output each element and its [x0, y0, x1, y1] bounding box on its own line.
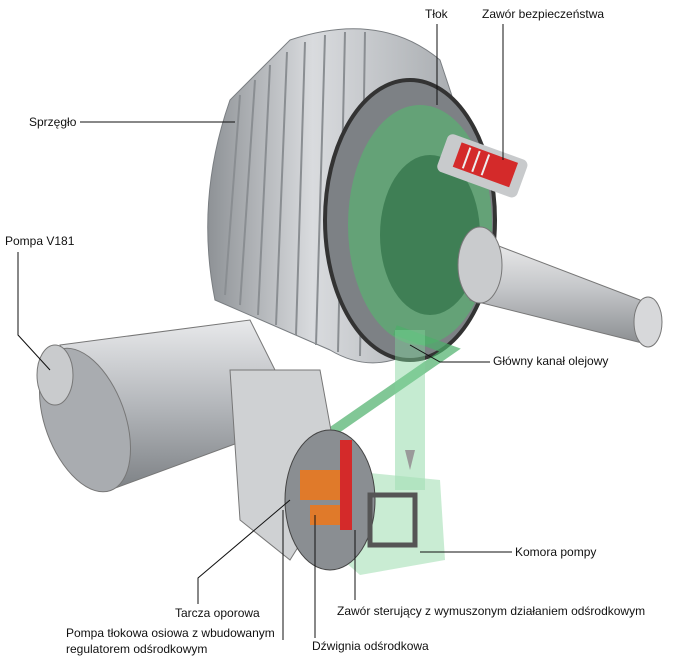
- label-piston: Tłok: [425, 7, 448, 21]
- label-axial-pump-2: regulatorem odśrodkowym: [66, 642, 208, 656]
- label-main-oil-channel: Główny kanał olejowy: [493, 354, 609, 368]
- label-axial-pump-1: Pompa tłokowa osiowa z wbudowanym: [66, 626, 275, 640]
- label-thrust-plate: Tarcza oporowa: [175, 606, 260, 620]
- label-clutch: Sprzęgło: [29, 115, 77, 129]
- label-pump-chamber: Komora pompy: [515, 545, 597, 559]
- leader-lines: [17, 24, 512, 640]
- label-control-valve: Zawór sterujący z wymuszonym działaniem …: [337, 604, 646, 618]
- label-pump-motor: Pompa V181: [5, 234, 75, 248]
- clutch-drum: [207, 28, 497, 364]
- label-centrifugal-lever: Dźwignia odśrodkowa: [312, 639, 429, 653]
- label-safety-valve: Zawór bezpieczeństwa: [482, 7, 605, 21]
- output-shaft: [457, 226, 663, 348]
- safety-valve: [437, 134, 528, 198]
- oil-channel: [317, 325, 461, 490]
- pump-motor: [36, 319, 418, 571]
